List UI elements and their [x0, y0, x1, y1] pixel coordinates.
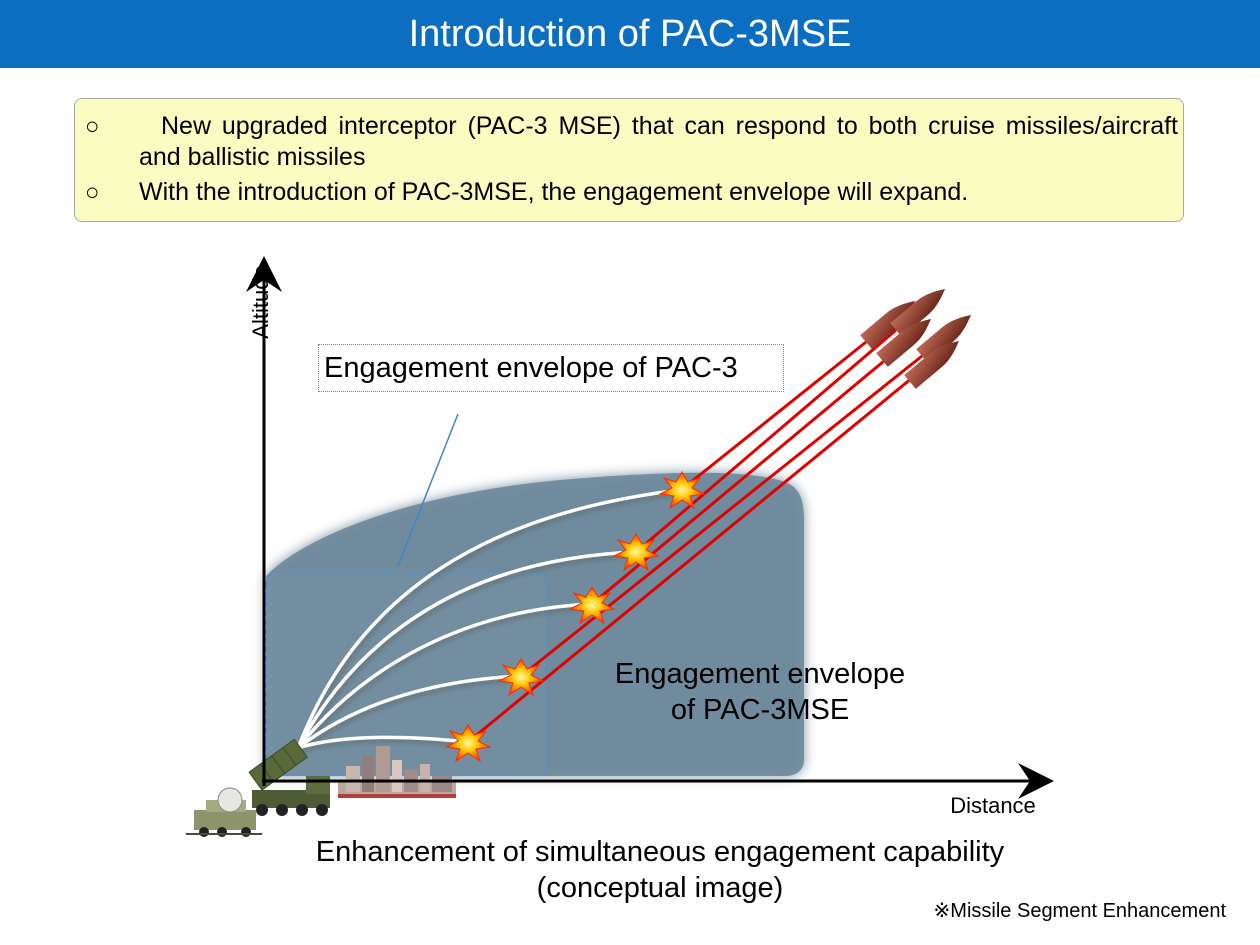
interceptor-path-5: [296, 735, 470, 750]
mse-envelope-label: Engagement envelope of PAC-3MSE: [570, 656, 950, 728]
missile-trail-1: [680, 340, 867, 492]
summary-bullet-1: ○ New upgraded interceptor (PAC-3 MSE) t…: [83, 111, 1178, 173]
summary-bullet-text: With the introduction of PAC-3MSE, the e…: [139, 178, 969, 206]
missile-icon: [860, 300, 916, 349]
page-title: Introduction of PAC-3MSE: [0, 0, 1260, 68]
explosion-icon: [568, 586, 616, 625]
explosion-icon: [612, 533, 660, 572]
bullet-circle-icon: ○: [85, 179, 100, 206]
mse-envelope-label-line1: Engagement envelope: [614, 658, 906, 690]
explosion-icon: [444, 724, 492, 763]
summary-box: ○ New upgraded interceptor (PAC-3 MSE) t…: [74, 98, 1184, 222]
interceptor-trails: [296, 488, 685, 754]
explosion-icon: [658, 471, 706, 510]
missile-trail-4: [519, 354, 923, 679]
y-axis-label: Altitude: [248, 265, 273, 339]
missile-icon: [876, 318, 932, 367]
caption-line2: (conceptual image): [536, 872, 784, 904]
diagram-caption: Enhancement of simultaneous engagement c…: [250, 834, 1070, 906]
missile-icon: [904, 340, 960, 389]
incoming-missiles: [860, 288, 972, 389]
missile-icon: [890, 288, 946, 337]
summary-bullet-2: ○ With the introduction of PAC-3MSE, the…: [83, 177, 1178, 208]
pac3-callout-line: [397, 413, 459, 567]
interceptor-path-2: [296, 550, 637, 750]
x-axis-label: Distance: [950, 793, 1036, 818]
intercept-explosions: [444, 471, 706, 763]
missile-icon: [916, 314, 972, 363]
footnote: ※Missile Segment Enhancement: [933, 900, 1226, 922]
pac3-envelope-label: Engagement envelope of PAC-3: [318, 344, 784, 392]
caption-line1: Enhancement of simultaneous engagement c…: [315, 836, 1005, 868]
mse-envelope-label-line2: of PAC-3MSE: [670, 694, 850, 726]
interceptor-path-3: [296, 602, 594, 750]
interceptor-path-1: [296, 488, 682, 750]
bullet-circle-icon: ○: [85, 113, 100, 140]
explosion-icon: [497, 658, 545, 697]
radar-vehicle-icon: [186, 787, 262, 837]
city-skyline-icon: [338, 746, 456, 798]
interceptor-path-4: [296, 674, 522, 750]
missile-trail-2: [635, 328, 897, 554]
summary-bullet-text: New upgraded interceptor (PAC-3 MSE) tha…: [139, 112, 1178, 171]
